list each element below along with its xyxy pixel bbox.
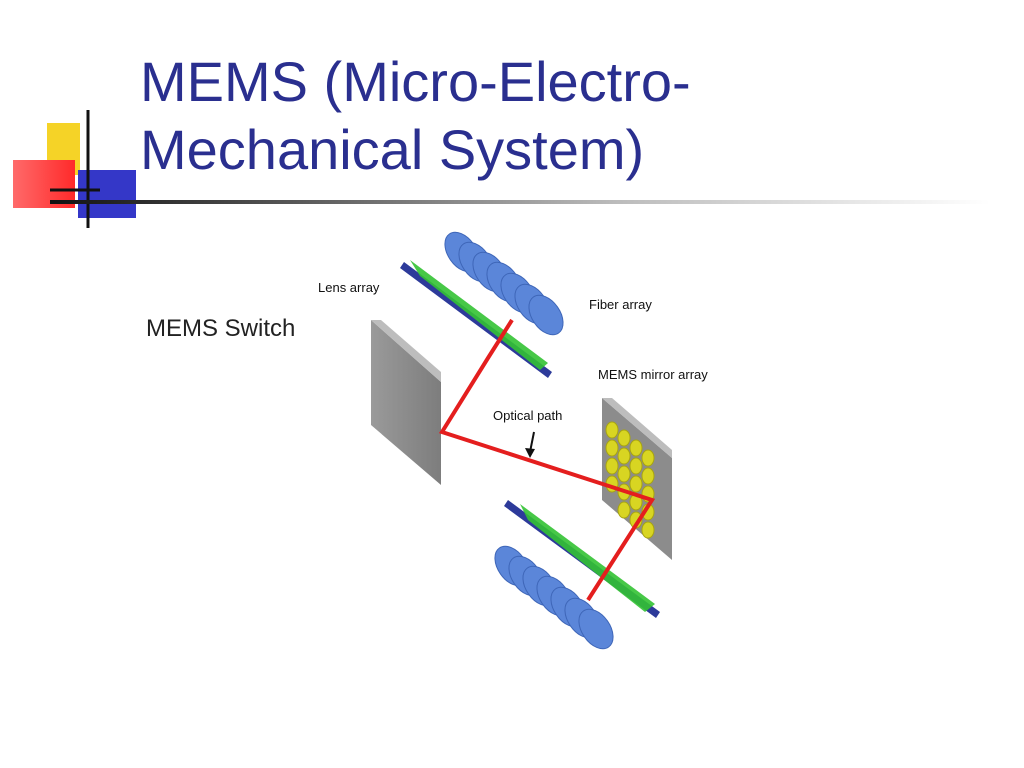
slide-title-line-2: Mechanical System)	[140, 118, 645, 181]
diagram-heading: MEMS Switch	[146, 315, 295, 342]
label-fiber-array: Fiber array	[589, 297, 652, 312]
mirror-cells	[605, 421, 655, 539]
label-mems-mirror-array: MEMS mirror array	[598, 367, 708, 382]
slide-title-line-1: MEMS (Micro-Electro-	[140, 50, 691, 113]
optical-path-line	[438, 318, 656, 602]
reflector-plate	[371, 320, 441, 485]
top-lens-array	[400, 260, 552, 378]
mems-mirror-array	[602, 398, 672, 560]
slide-title: MEMS (Micro-Electro- Mechanical System)	[140, 48, 1000, 184]
label-lens-array: Lens array	[318, 280, 380, 295]
bottom-fiber-array	[494, 545, 614, 650]
top-fiber-array	[444, 231, 564, 336]
slide-corner-logo	[13, 110, 136, 228]
bottom-lens-array	[504, 500, 660, 618]
mems-switch-diagram: MEMS Switch	[146, 231, 708, 650]
optical-path-arrow	[525, 431, 535, 458]
label-optical-path: Optical path	[493, 408, 562, 423]
title-divider	[50, 200, 990, 204]
